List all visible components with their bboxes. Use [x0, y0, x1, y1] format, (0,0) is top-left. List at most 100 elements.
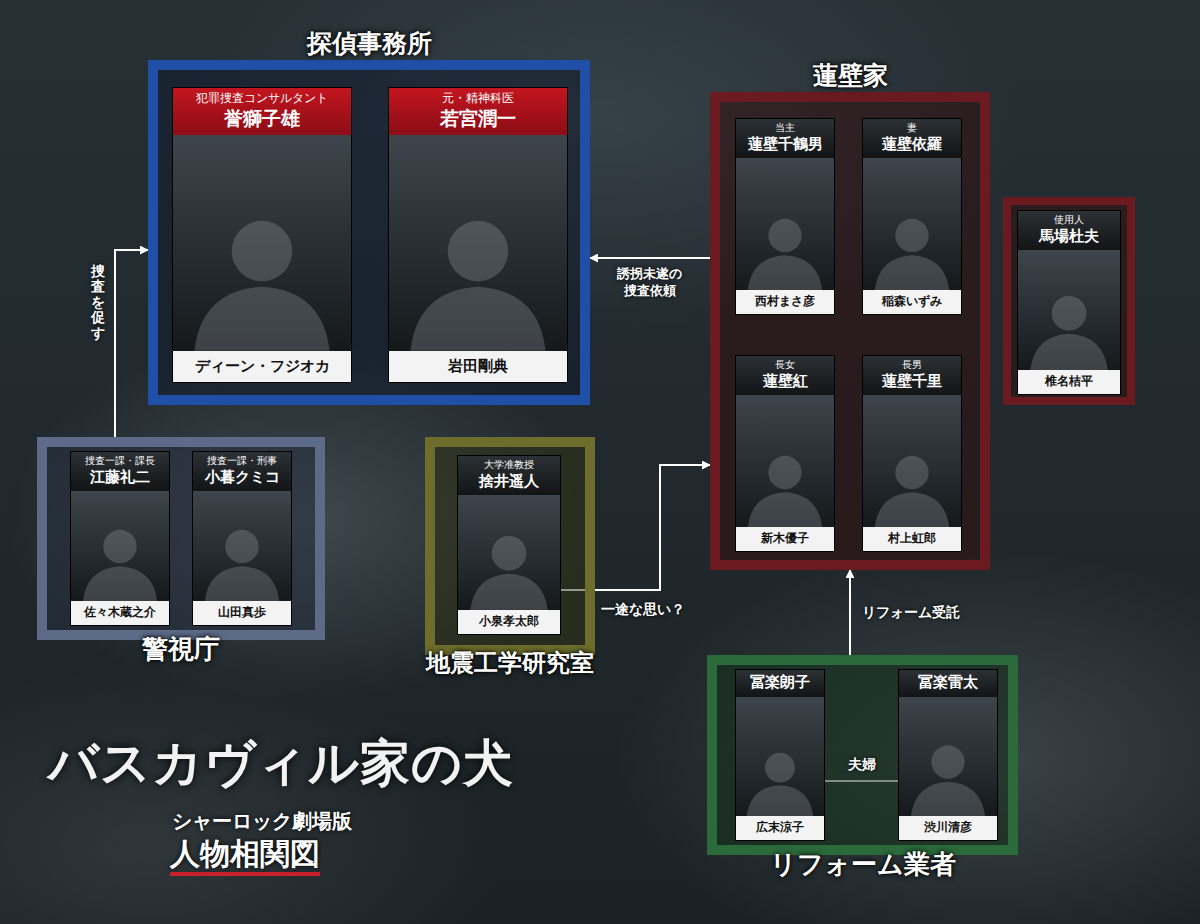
- character-name: 馬場杜夫: [1020, 227, 1118, 247]
- card-header: 長男蓮壁千里: [863, 356, 961, 395]
- actor-name: 村上虹郎: [865, 531, 959, 547]
- portrait-silhouette: [899, 697, 997, 817]
- group-heading: 蓮壁家: [813, 61, 888, 91]
- character-card: 捜査一課・刑事小暮クミコ山田真歩: [192, 451, 292, 626]
- card-footer: 広末涼子: [736, 816, 824, 840]
- character-card: 長女蓮壁紅新木優子: [735, 355, 835, 552]
- character-card: 妻蓮壁依羅稲森いずみ: [862, 118, 962, 315]
- role-label: 当主: [738, 122, 832, 135]
- portrait-area: [71, 491, 169, 601]
- actor-name: 椎名桔平: [1020, 374, 1118, 390]
- relation-arrow: [115, 250, 148, 437]
- silhouette-head: [768, 456, 801, 489]
- card-footer: 渋川清彦: [899, 816, 997, 840]
- character-name: 蓮壁紅: [738, 372, 832, 392]
- portrait-area: [736, 395, 834, 527]
- card-header: 捜査一課・刑事小暮クミコ: [193, 452, 291, 491]
- portrait-area: [458, 495, 560, 610]
- role-label: 長女: [738, 359, 832, 372]
- edge-label: 誘拐未遂の 捜査依頼: [614, 266, 687, 300]
- card-header: 大学准教授捨井遥人: [458, 456, 560, 495]
- actor-name: 広末涼子: [738, 820, 822, 836]
- card-header: 冨楽雷太: [899, 670, 997, 697]
- portrait-area: [736, 158, 834, 290]
- character-name: 捨井遥人: [460, 472, 558, 492]
- character-name: 冨楽雷太: [901, 673, 995, 693]
- role-label: 捜査一課・刑事: [195, 455, 289, 468]
- character-card: 犯罪捜査コンサルタント誉獅子雄ディーン・フジオカ: [172, 87, 352, 383]
- character-name: 小暮クミコ: [195, 468, 289, 488]
- portrait-area: [173, 135, 351, 351]
- edge-label: 捜査を促す: [91, 264, 105, 341]
- actor-name: 小泉孝太郎: [460, 614, 558, 630]
- silhouette-body: [748, 492, 822, 527]
- silhouette-body: [748, 255, 822, 290]
- card-footer: 岩田剛典: [389, 351, 567, 383]
- group-heading: 地震工学研究室: [426, 649, 594, 678]
- portrait-area: [899, 697, 997, 817]
- silhouette-head: [931, 745, 964, 778]
- character-card: 冨楽朗子広末涼子: [735, 669, 825, 841]
- silhouette-body: [875, 492, 949, 527]
- character-card: 長男蓮壁千里村上虹郎: [862, 355, 962, 552]
- character-name: 江藤礼二: [73, 468, 167, 488]
- group-frame: リフォーム業者冨楽朗子広末涼子冨楽雷太渋川清彦: [707, 655, 1018, 855]
- character-card: 大学准教授捨井遥人小泉孝太郎: [457, 455, 561, 635]
- actor-name: ディーン・フジオカ: [175, 357, 349, 377]
- role-label: 元・精神科医: [391, 91, 565, 106]
- role-label: 捜査一課・課長: [73, 455, 167, 468]
- character-card: 捜査一課・課長江藤礼二佐々木蔵之介: [70, 451, 170, 626]
- card-footer: 椎名桔平: [1018, 370, 1120, 394]
- silhouette-body: [875, 255, 949, 290]
- portrait-silhouette: [736, 697, 824, 817]
- actor-name: 佐々木蔵之介: [73, 605, 167, 621]
- card-header: 長女蓮壁紅: [736, 356, 834, 395]
- group-frame: 探偵事務所犯罪捜査コンサルタント誉獅子雄ディーン・フジオカ元・精神科医若宮潤一岩…: [148, 60, 590, 405]
- silhouette-body: [1030, 334, 1108, 371]
- silhouette-body: [470, 574, 548, 611]
- card-footer: ディーン・フジオカ: [173, 351, 351, 383]
- relation-arrow: [849, 570, 851, 655]
- actor-name: 西村まさ彦: [738, 294, 832, 310]
- silhouette-head: [895, 456, 928, 489]
- card-footer: 佐々木蔵之介: [71, 601, 169, 625]
- group-frame: 地震工学研究室大学准教授捨井遥人小泉孝太郎: [425, 437, 595, 655]
- group-frame: 蓮壁家当主蓮壁千鶴男西村まさ彦妻蓮壁依羅稲森いずみ長女蓮壁紅新木優子長男蓮壁千里…: [710, 92, 990, 570]
- servant-frame: [1007, 201, 1131, 401]
- silhouette-head: [768, 219, 801, 252]
- silhouette-head: [232, 221, 293, 282]
- card-header: 使用人馬場杜夫: [1018, 211, 1120, 250]
- portrait-area: [863, 395, 961, 527]
- diagram-title: バスカヴィル家の犬: [48, 736, 514, 791]
- silhouette-head: [448, 221, 509, 282]
- card-footer: 稲森いずみ: [863, 290, 961, 314]
- character-name: 蓮壁千里: [865, 372, 959, 392]
- portrait-silhouette: [736, 158, 834, 290]
- silhouette-head: [225, 530, 258, 563]
- edge-label: 一途な思い？: [601, 600, 685, 618]
- actor-name: 稲森いずみ: [865, 294, 959, 310]
- silhouette-body: [747, 785, 814, 817]
- silhouette-head: [1052, 296, 1087, 331]
- character-name: 誉獅子雄: [175, 106, 349, 131]
- card-footer: 小泉孝太郎: [458, 610, 560, 634]
- character-card: 元・精神科医若宮潤一岩田剛典: [388, 87, 568, 383]
- group-heading: 探偵事務所: [307, 29, 432, 59]
- edge-label: 夫婦: [848, 755, 876, 773]
- silhouette-head: [492, 536, 527, 571]
- portrait-silhouette: [458, 495, 560, 610]
- card-header: 捜査一課・課長江藤礼二: [71, 452, 169, 491]
- card-footer: 山田真歩: [193, 601, 291, 625]
- portrait-area: [736, 697, 824, 817]
- character-name: 冨楽朗子: [738, 673, 822, 693]
- silhouette-body: [83, 566, 157, 601]
- character-card: 当主蓮壁千鶴男西村まさ彦: [735, 118, 835, 315]
- silhouette-body: [194, 286, 329, 350]
- character-name: 若宮潤一: [391, 106, 565, 131]
- edge-label: リフォーム受託: [862, 603, 960, 621]
- chart-name: 人物相関図: [170, 836, 320, 876]
- role-label: 犯罪捜査コンサルタント: [175, 91, 349, 106]
- portrait-silhouette: [389, 135, 567, 351]
- silhouette-body: [911, 781, 985, 816]
- relation-arrow: [590, 257, 710, 259]
